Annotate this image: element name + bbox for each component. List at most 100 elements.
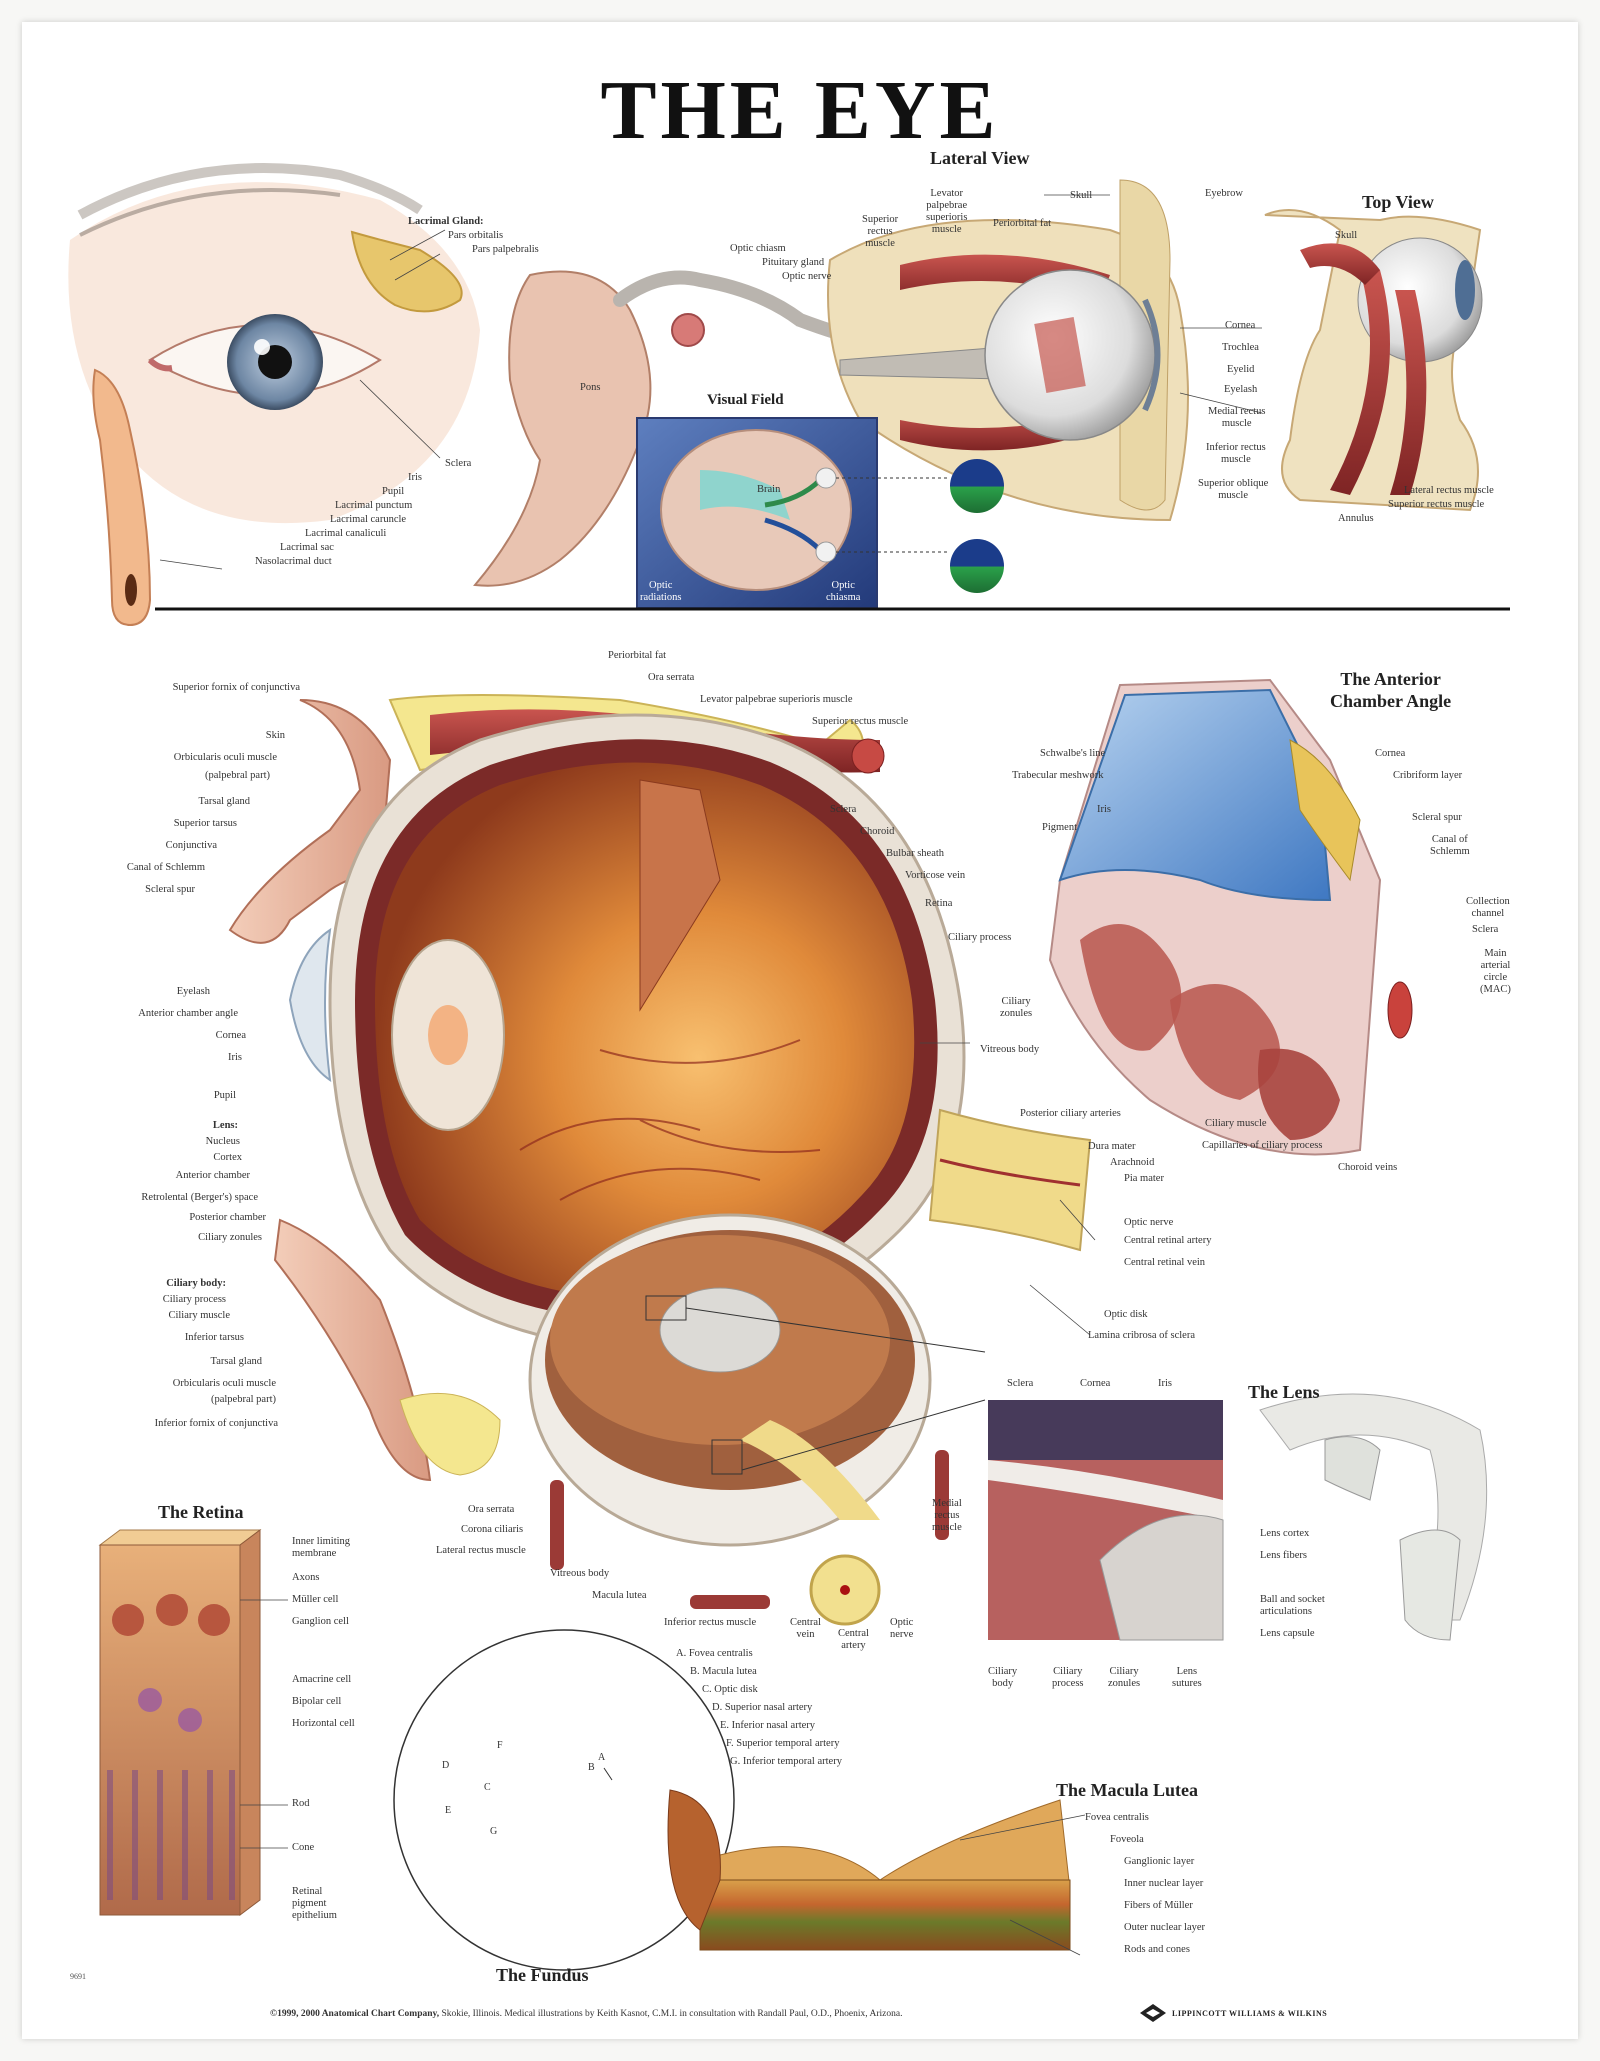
label-orbicularis-lower: Orbicularis oculi muscle	[172, 1378, 276, 1389]
label-skin: Skin	[265, 730, 285, 741]
label-palpebral-part-upper: (palpebral part)	[204, 770, 270, 781]
label-lacrimal-canaliculi: Lacrimal canaliculi	[305, 528, 387, 539]
label-choroid-veins: Choroid veins	[1338, 1162, 1398, 1173]
label-ciliary-muscle-anterior: Ciliary muscle	[1205, 1118, 1267, 1129]
label-vitreous-body-main: Vitreous body	[980, 1044, 1040, 1055]
label-central-artery: Central artery	[838, 1628, 869, 1651]
label-periorbital-fat-main: Periorbital fat	[608, 650, 667, 661]
label-posterior-ciliary-arteries: Posterior ciliary arteries	[1020, 1108, 1121, 1119]
label-vitreous-body-lower: Vitreous body	[550, 1568, 610, 1579]
chart-code: 9691	[70, 1972, 86, 1981]
lateral-view-illustration	[827, 179, 1189, 522]
label-horizontal-cell: Horizontal cell	[292, 1718, 355, 1729]
label-lacrimal-gland: Lacrimal Gland:	[408, 216, 484, 227]
label-inferior-rectus-lateral: Inferior rectus muscle	[1206, 442, 1266, 465]
publisher-mark-icon	[1140, 2004, 1166, 2022]
label-pigment: Pigment	[1042, 822, 1078, 833]
label-lens-fibers: Lens fibers	[1260, 1550, 1307, 1561]
label-rod: Rod	[292, 1798, 310, 1809]
label-inferior-rectus-lower: Inferior rectus muscle	[664, 1617, 757, 1628]
label-trochlea: Trochlea	[1222, 342, 1259, 353]
label-conjunctiva: Conjunctiva	[165, 840, 217, 851]
label-pupil-main: Pupil	[213, 1090, 236, 1101]
label-superior-fornix: Superior fornix of conjunctiva	[172, 682, 300, 693]
label-canal-of-schlemm: Canal of Schlemm	[126, 862, 205, 873]
label-scleral-spur-anterior: Scleral spur	[1412, 812, 1462, 823]
label-ganglion-cell: Ganglion cell	[292, 1616, 349, 1627]
label-arachnoid: Arachnoid	[1110, 1157, 1155, 1168]
label-lateral-rectus-lower: Lateral rectus muscle	[436, 1545, 526, 1556]
label-lens-cortex: Lens cortex	[1260, 1528, 1310, 1539]
label-sclera-anterior: Sclera	[1472, 924, 1499, 935]
fundus-letter-b: B	[588, 1762, 595, 1773]
label-skull-top: Skull	[1335, 230, 1358, 241]
label-optic-radiations: Optic radiations	[640, 580, 682, 603]
label-ciliary-body-heading: Ciliary body:	[166, 1278, 226, 1289]
label-sclera-main: Sclera	[830, 804, 857, 815]
label-canal-of-schlemm-anterior: Canal of Schlemm	[1430, 834, 1470, 857]
fundus-letter-c: C	[484, 1782, 491, 1793]
label-medial-rectus-lower: Medial rectus muscle	[932, 1498, 962, 1533]
label-annulus: Annulus	[1338, 513, 1374, 524]
label-eyelash-main: Eyelash	[176, 986, 210, 997]
label-ciliary-muscle-main: Ciliary muscle	[168, 1310, 230, 1321]
label-lens-heading: Lens:	[212, 1120, 238, 1131]
label-cornea-lateral: Cornea	[1225, 320, 1256, 331]
label-lens-sutures: Lens sutures	[1172, 1666, 1202, 1689]
heading-anterior-chamber-angle: The Anterior Chamber Angle	[1330, 669, 1452, 711]
label-iris-lens: Iris	[1158, 1378, 1172, 1389]
label-pupil: Pupil	[382, 486, 405, 497]
label-ball-socket: Ball and socket articulations	[1260, 1594, 1325, 1617]
copyright-details: Skokie, Illinois. Medical illustrations …	[439, 2009, 903, 2019]
heading-lateral-view: Lateral View	[930, 148, 1030, 168]
label-inner-nuclear-layer: Inner nuclear layer	[1124, 1878, 1204, 1889]
label-dura-mater: Dura mater	[1088, 1141, 1136, 1152]
label-optic-chiasma: Optic chiasma	[826, 580, 861, 603]
label-superior-oblique: Superior oblique muscle	[1198, 478, 1269, 501]
label-cone: Cone	[292, 1842, 315, 1853]
anterior-chamber-illustration	[1048, 678, 1413, 1156]
fundus-letter-d: D	[442, 1760, 450, 1771]
label-ciliary-process-lens: Ciliary process	[1052, 1666, 1084, 1689]
label-lamina-cribrosa: Lamina cribrosa of sclera	[1088, 1330, 1195, 1341]
retina-illustration	[98, 1529, 262, 1916]
label-pars-palpebralis: Pars palpebralis	[472, 244, 539, 255]
label-lacrimal-sac: Lacrimal sac	[280, 542, 334, 553]
label-central-retinal-vein: Central retinal vein	[1124, 1257, 1206, 1268]
label-pons: Pons	[580, 382, 601, 393]
fundus-letter-g: G	[490, 1826, 498, 1837]
heading-visual-field: Visual Field	[707, 392, 784, 408]
label-superior-rectus-top: Superior rectus muscle	[1388, 499, 1485, 510]
label-cribriform-layer: Cribriform layer	[1393, 770, 1463, 781]
label-inferior-tarsus: Inferior tarsus	[184, 1332, 244, 1343]
label-axons: Axons	[292, 1572, 320, 1583]
label-rods-and-cones: Rods and cones	[1124, 1944, 1190, 1955]
label-iris-anterior: Iris	[1097, 804, 1111, 815]
fundus-legend-c: C. Optic disk	[702, 1684, 758, 1695]
label-central-vein: Central vein	[790, 1617, 821, 1640]
label-optic-nerve-top: Optic nerve	[782, 271, 832, 282]
label-corona-ciliaris: Corona ciliaris	[461, 1524, 524, 1535]
label-skull-lateral: Skull	[1070, 190, 1093, 201]
label-medial-rectus: Medial rectus muscle	[1208, 406, 1266, 429]
label-cornea-anterior: Cornea	[1375, 748, 1406, 759]
label-tarsal-gland-upper: Tarsal gland	[198, 796, 250, 807]
label-anterior-chamber-angle: Anterior chamber angle	[138, 1008, 238, 1019]
label-lateral-rectus-top: Lateral rectus muscle	[1404, 485, 1494, 496]
label-ganglionic-layer: Ganglionic layer	[1124, 1856, 1195, 1867]
label-eyelid: Eyelid	[1227, 364, 1255, 375]
label-lacrimal-punctum: Lacrimal punctum	[335, 500, 413, 511]
label-orbicularis-upper: Orbicularis oculi muscle	[173, 752, 277, 763]
label-sclera-lens: Sclera	[1007, 1378, 1034, 1389]
label-eyelash: Eyelash	[1224, 384, 1258, 395]
label-bipolar-cell: Bipolar cell	[292, 1696, 342, 1707]
label-retina: Retina	[925, 898, 953, 909]
label-foveola: Foveola	[1110, 1834, 1144, 1845]
fundus-illustration	[393, 1629, 735, 1971]
fundus-letter-e: E	[445, 1805, 452, 1816]
top-view-illustration	[1264, 209, 1483, 512]
copyright-company: ©1999, 2000 Anatomical Chart Company,	[270, 2009, 440, 2019]
label-ciliary-body-lens: Ciliary body	[988, 1666, 1018, 1689]
label-pars-orbitalis: Pars orbitalis	[448, 230, 504, 241]
fundus-legend-a: A. Fovea centralis	[676, 1648, 753, 1659]
